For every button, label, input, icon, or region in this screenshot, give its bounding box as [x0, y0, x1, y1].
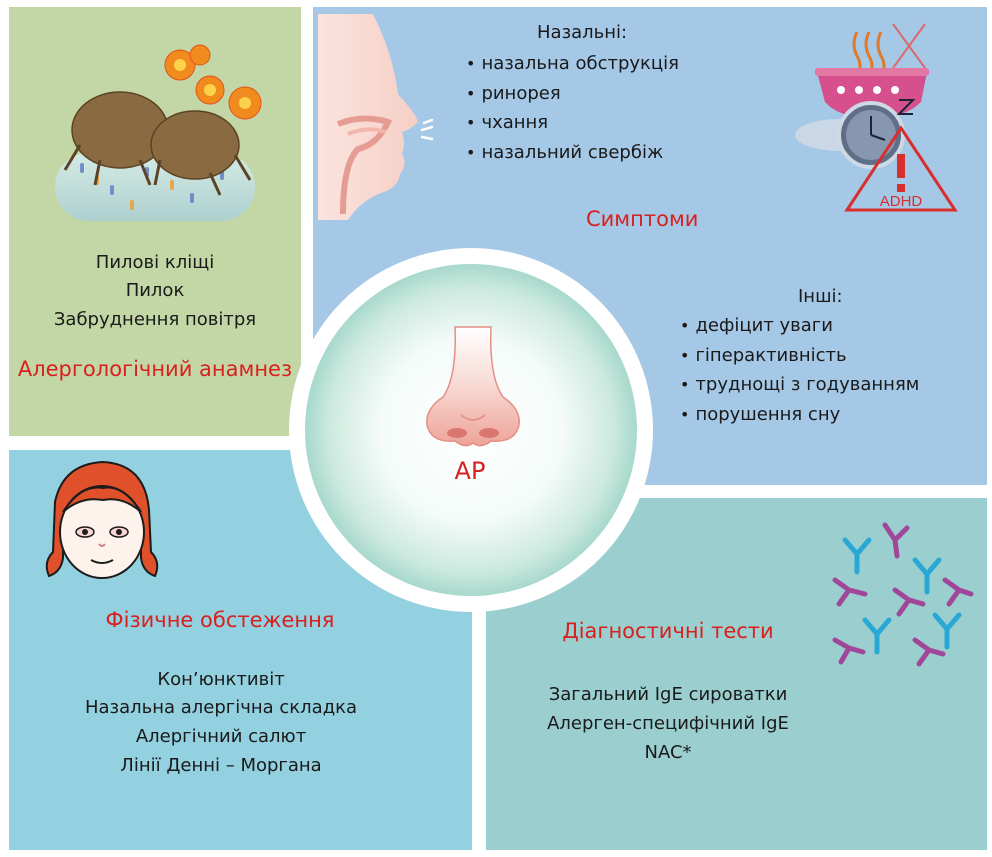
- history-item: Забруднення повітря: [53, 309, 257, 330]
- exam-item: Кон’юнктивіт: [157, 669, 285, 690]
- exam-heading: Фізичне обстеження: [105, 608, 335, 632]
- adhd-label: ADHD: [880, 193, 923, 210]
- list-item: гіперактивність: [680, 341, 919, 371]
- history-panel: [9, 7, 301, 436]
- exam-item: Алергічний салют: [135, 726, 307, 747]
- tests-heading: Діагностичні тести: [562, 619, 774, 643]
- adhd-sleep-illustration: ADHD: [795, 23, 958, 212]
- test-item: NAC*: [644, 742, 692, 763]
- nose-illustration: [426, 326, 520, 447]
- history-item: Пилові кліщі: [95, 252, 215, 273]
- history-item: Пилок: [125, 280, 185, 301]
- exam-item: Лінії Денні – Моргана: [120, 755, 322, 776]
- list-item: назальна обструкція: [466, 49, 679, 79]
- other-symptoms-list: дефіцит уваги гіперактивність труднощі з…: [680, 311, 919, 429]
- symptoms-heading: Симптоми: [586, 207, 699, 231]
- nasal-title: Назальні:: [537, 22, 628, 43]
- other-title: Інші:: [798, 286, 843, 307]
- sneeze-icon: [420, 118, 434, 141]
- test-item: Алерген-специфічний IgE: [547, 713, 789, 734]
- nasal-symptoms-list: назальна обструкція ринорея чхання назал…: [466, 49, 679, 167]
- girl-face-illustration: [45, 460, 159, 579]
- center-label: АР: [454, 457, 486, 485]
- antibody-illustration: [832, 522, 974, 667]
- dust-mite-illustration: [55, 44, 262, 221]
- list-item: дефіцит уваги: [680, 311, 919, 341]
- list-item: назальний свербіж: [466, 138, 679, 168]
- list-item: труднощі з годуванням: [680, 370, 919, 400]
- face-profile-illustration: [318, 14, 418, 220]
- test-item: Загальний IgE сироватки: [548, 684, 788, 705]
- exam-item: Назальна алергічна складка: [84, 697, 358, 718]
- history-heading: Алергологічний анамнез: [17, 357, 293, 381]
- list-item: ринорея: [466, 79, 679, 109]
- list-item: чхання: [466, 108, 679, 138]
- list-item: порушення сну: [680, 400, 919, 430]
